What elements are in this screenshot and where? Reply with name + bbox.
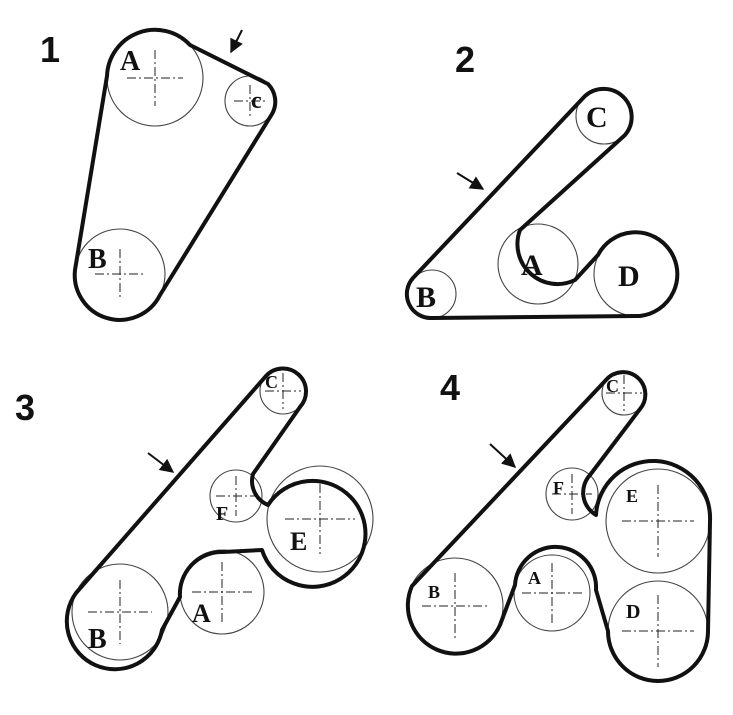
panel-number: 1 [40,29,60,70]
panel-2: 2 C A D B [404,39,680,321]
pulley-f: F [209,469,263,525]
pulley-label: E [626,486,638,506]
belt-direction-arrow [489,443,517,468]
panel-number: 4 [440,367,460,408]
pulley-a: A [179,549,265,635]
pulley-f: F [545,467,599,521]
belt [64,366,368,672]
pulley-label: F [216,503,228,525]
pulley-label: F [553,478,564,498]
pulley-label: A [521,249,543,282]
pulley-a: A [497,223,579,305]
pulley-label: C [265,372,278,392]
pulley-label: A [120,46,141,77]
panel-4: 4 C F E A D [405,367,713,683]
panel-3: 3 C F E A B [15,366,374,672]
pulley-label: A [192,599,211,628]
pulley-e: E [605,468,711,574]
pulley-e: E [266,465,374,573]
pulley-label: A [528,568,541,588]
pulley-a: A [513,554,591,632]
pulley-label: B [88,244,107,275]
pulley-label: C [586,101,608,134]
pulley-label: B [88,624,107,655]
pulley-label: B [416,281,436,314]
pulley-label: E [290,527,307,556]
belt-direction-arrow [230,29,243,54]
pulley-label: C [606,376,619,396]
belt [72,27,278,322]
pulley-b: B [71,563,169,661]
panel-number: 2 [455,39,475,80]
panel-number: 3 [15,387,35,428]
pulley-label: c [251,88,262,114]
belt-direction-arrow [456,172,485,190]
belt [404,86,680,321]
pulley-label: D [626,601,640,623]
belt [405,370,713,683]
pulley-label: D [618,260,640,293]
pulley-label: B [428,582,440,602]
belt-direction-arrow [147,452,175,473]
panel-1: 1 A c B [40,27,278,322]
